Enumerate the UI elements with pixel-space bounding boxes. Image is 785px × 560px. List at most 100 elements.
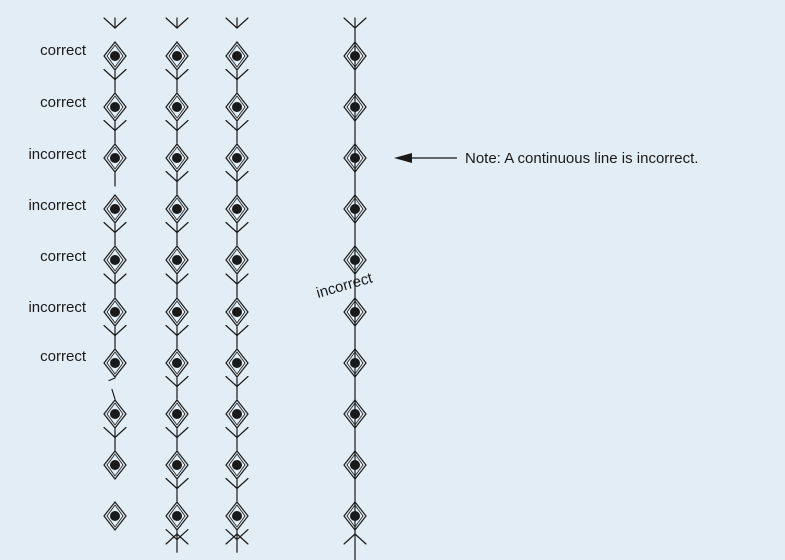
col-2-segment-10-fork-left [165, 528, 178, 541]
col-2-diamond-marker-4 [165, 194, 189, 224]
note-text: Note: A continuous line is incorrect. [465, 150, 698, 167]
column-label-incorrect: incorrect [314, 269, 375, 301]
col-1-diamond-marker-2 [103, 92, 127, 122]
col-1-segment-5-fork-right [114, 273, 127, 285]
col-1-top-fork-right [114, 17, 127, 29]
col-3-segment-6-fork-right [236, 324, 249, 337]
col-4-diamond-marker-10 [343, 501, 367, 531]
col-1-diamond-marker-1 [103, 41, 127, 71]
col-3-segment-2-fork-left [225, 119, 238, 132]
col-3-segment-5-fork-left [225, 273, 238, 285]
col-2-top-fork-right [176, 17, 189, 29]
col-1-segment-6-fork-right [114, 324, 127, 337]
col-1-top-fork-left [103, 17, 116, 29]
col-2-diamond-marker-5 [165, 245, 189, 275]
col-3-diamond-marker-6 [225, 297, 249, 327]
col-2-segment-5-fork-right [176, 273, 189, 285]
col-1-diamond-marker-5 [103, 245, 127, 275]
col-3-segment-1-fork-right [236, 68, 249, 81]
col-3-segment-10-fork-right [236, 528, 249, 541]
col-3-diamond-marker-3 [225, 143, 249, 173]
col-1-diamond-marker-7 [103, 348, 127, 378]
col-2-segment-5-fork-left [165, 273, 178, 285]
col-1-segment-6-fork-left [103, 324, 116, 337]
col-3-top-fork-left [225, 17, 238, 29]
stitch-lines [103, 17, 367, 560]
col-2-top-fork-left [165, 17, 178, 29]
row-label-3: incorrect [28, 146, 86, 163]
col-3-segment-2-fork-right [236, 119, 249, 132]
col-3-diamond-marker-7 [225, 348, 249, 378]
col-1-diamond-marker-3 [103, 143, 127, 173]
col-1-segment-8-fork-right [114, 426, 127, 439]
col-3-diamond-marker-2 [225, 92, 249, 122]
col-2-segment-2-fork-left [165, 119, 178, 132]
row-label-2: correct [40, 94, 87, 111]
col-2-diamond-marker-1 [165, 41, 189, 71]
note-callout: Note: A continuous line is incorrect. [394, 150, 698, 167]
col-2-diamond-marker-6 [165, 297, 189, 327]
col-4-top-fork-right [354, 17, 367, 29]
col-3-segment-9-fork-right [236, 477, 249, 490]
col-1-diamond-marker-4 [103, 194, 127, 224]
col-4-diamond-marker-1 [343, 41, 367, 71]
col-1-segment-4-fork-left [103, 221, 116, 234]
col-3-segment-8-fork-left [225, 426, 238, 439]
col-4-diamond-marker-3 [343, 143, 367, 173]
col-2-segment-2-fork-right [176, 119, 189, 132]
col-2-segment-6-fork-right [176, 324, 189, 337]
col-2-segment-3-fork-right [176, 170, 189, 183]
col-3-segment-7-fork-right [236, 375, 249, 388]
col-1-segment-2-fork-right [114, 119, 127, 132]
row-label-5: correct [40, 248, 87, 265]
col-3-diamond-marker-9 [225, 450, 249, 480]
col-4-diamond-marker-2 [343, 92, 367, 122]
col-3-bottom-fork-left [225, 533, 238, 545]
col-2-segment-3-fork-left [165, 170, 178, 183]
col-3-segment-6-fork-left [225, 324, 238, 337]
col-2-segment-9-fork-left [165, 477, 178, 490]
col-3-segment-1-fork-left [225, 68, 238, 81]
col-3-diamond-marker-5 [225, 245, 249, 275]
col-1-segment-1-fork-left [103, 68, 116, 81]
col-2-segment-1-fork-right [176, 68, 189, 81]
col-3-segment-4-fork-left [225, 221, 238, 234]
col-3-diamond-marker-4 [225, 194, 249, 224]
diamond-markers [103, 41, 367, 531]
col-1-segment-1-fork-right [114, 68, 127, 81]
col-4-diamond-marker-8 [343, 399, 367, 429]
col-4-bottom-fork-left [343, 533, 356, 545]
col-3-segment-3-fork-right [236, 170, 249, 183]
col-2-segment-9-fork-right [176, 477, 189, 490]
col-1-diamond-marker-10 [103, 501, 127, 531]
row-label-7: correct [40, 348, 87, 365]
col-4-bottom-fork-right [354, 533, 367, 545]
col-2-diamond-marker-9 [165, 450, 189, 480]
col-2-segment-4-fork-left [165, 221, 178, 234]
col-1-segment-2-fork-left [103, 119, 116, 132]
col-2-diamond-marker-2 [165, 92, 189, 122]
col-2-segment-4-fork-right [176, 221, 189, 234]
col-4-diamond-marker-4 [343, 194, 367, 224]
col-2-diamond-marker-8 [165, 399, 189, 429]
col-3-segment-3-fork-left [225, 170, 238, 183]
col-2-segment-7-fork-left [165, 375, 178, 388]
col-3-diamond-marker-8 [225, 399, 249, 429]
col-2-segment-1-fork-left [165, 68, 178, 81]
col-2-segment-8-fork-right [176, 426, 189, 439]
col-4-diamond-marker-6 [343, 297, 367, 327]
col-1-segment-4-fork-right [114, 221, 127, 234]
col-2-diamond-marker-10 [165, 501, 189, 531]
col-4-diamond-marker-7 [343, 348, 367, 378]
col-2-segment-10-fork-right [176, 528, 189, 541]
row-label-1: correct [40, 42, 87, 59]
col-1-segment-5-fork-left [103, 273, 116, 285]
col-3-segment-8-fork-right [236, 426, 249, 439]
col-1-diamond-marker-6 [103, 297, 127, 327]
col-4-top-fork-left [343, 17, 356, 29]
col-3-top-fork-right [236, 17, 249, 29]
col-3-segment-7-fork-left [225, 375, 238, 388]
col-3-segment-5-fork-right [236, 273, 249, 285]
col-4-diamond-marker-5 [343, 245, 367, 275]
